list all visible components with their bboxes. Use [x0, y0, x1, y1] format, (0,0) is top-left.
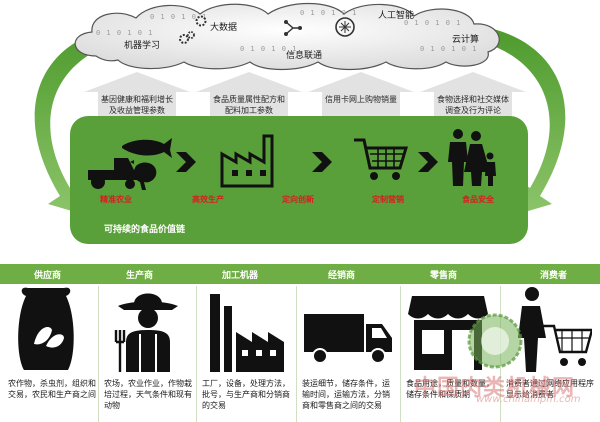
watermark-url: www.chinampm.com — [476, 394, 581, 405]
actor-desc: 食品用途，质量和数量，储存条件和保质期 — [406, 379, 494, 399]
actor-title: 供应商 — [34, 271, 62, 281]
actor-desc: 消费者通过网络应用程序显示给消费者 — [506, 379, 594, 399]
shopping-cart-icon — [354, 138, 408, 180]
actor-title: 生产商 — [126, 271, 154, 281]
shopper-cart-icon — [512, 286, 592, 372]
bits: 0 1 0 1 0 1 — [240, 45, 298, 53]
info-arrow: 信用卡网上购物销量 — [308, 72, 414, 128]
separator — [98, 286, 99, 422]
info-arrow: 食品质量属性配方和配料加工参数 — [196, 72, 302, 128]
separator — [400, 286, 401, 422]
cloud-label-cloud: 云计算 — [452, 35, 480, 45]
info-arrow-label: 食物选择和社交媒体调查及行为评论 — [437, 95, 509, 115]
seed-bag-icon — [16, 286, 76, 372]
farmer-icon — [112, 286, 184, 372]
cloud-label-connectivity: 信息联通 — [286, 51, 323, 61]
family-icon — [448, 129, 496, 186]
actor-desc: 工厂，设备，处理方法，批号，与生产商和分销商的交易 — [202, 379, 290, 410]
actors-band — [0, 264, 600, 284]
watermark-text: 中国肉类机械网 — [414, 376, 576, 401]
cloud-label-bigdata: 大数据 — [210, 23, 238, 33]
info-arrow-label: 信用卡网上购物销量 — [325, 95, 397, 104]
top-diagram: 0 1 0 1 0 1 0 1 0 1 0 1 0 1 0 1 0 1 0 1 … — [34, 2, 566, 244]
brain-chip-icon — [335, 17, 355, 37]
gear-icon — [195, 15, 207, 27]
actor-title: 零售商 — [430, 271, 458, 281]
right-curved-arrow — [474, 26, 566, 214]
actor-desc: 农场，农业作业，作物栽培过程，天气条件和现有动物 — [104, 379, 192, 410]
factory-icon — [220, 134, 274, 188]
data-cloud — [74, 2, 500, 71]
truck-icon — [302, 286, 394, 372]
bits: 0 1 0 1 0 1 — [420, 45, 478, 53]
cloud-label-ml: 机器学习 — [124, 41, 161, 51]
value-chain-label: 可持续的食品价值链 — [104, 225, 186, 235]
chevron-icon — [176, 152, 196, 172]
bits: 0 1 0 1 0 1 — [300, 9, 358, 17]
stage-label: 精准农业 — [100, 195, 132, 204]
chevron-icon — [418, 152, 438, 172]
actor-title: 经销商 — [328, 271, 356, 281]
info-arrow: 基因健康和福利增长及收益管理参数 — [84, 72, 190, 128]
cloud-label-ai: 人工智能 — [378, 11, 415, 21]
network-icon — [284, 20, 302, 36]
actor-desc: 装运细节，储存条件，运输时间，运输方法，分销商和零售商之间的交易 — [302, 379, 390, 410]
left-curved-arrow — [34, 26, 126, 214]
bits: 0 1 0 1 0 1 — [404, 19, 462, 27]
actor-title: 加工机器 — [222, 271, 259, 281]
bits: 0 1 0 1 0 1 — [150, 13, 208, 21]
actor-desc: 农作物，杀虫剂，组织和交易，农民和生产商之间 — [8, 379, 96, 399]
factory-icon — [206, 286, 286, 372]
farm-animals-icon — [88, 138, 172, 190]
curved-arrows — [34, 26, 566, 214]
bits: 0 1 0 1 0 1 — [96, 29, 154, 37]
info-arrow-label: 基因健康和福利增长及收益管理参数 — [101, 95, 173, 115]
stage-label: 食品安全 — [462, 195, 494, 204]
gears-icon — [179, 31, 195, 44]
info-arrow: 食物选择和社交媒体调查及行为评论 — [420, 72, 526, 128]
stage-label: 定制营销 — [372, 195, 404, 204]
seal-icon — [467, 313, 523, 369]
info-arrow-label: 食品质量属性配方和配料加工参数 — [213, 95, 285, 115]
separator — [196, 286, 197, 422]
separator — [296, 286, 297, 422]
stage-label: 高效生产 — [192, 195, 224, 204]
actor-title: 消费者 — [540, 271, 568, 281]
stage-label: 定向创新 — [282, 195, 314, 204]
chevron-icon — [312, 152, 332, 172]
